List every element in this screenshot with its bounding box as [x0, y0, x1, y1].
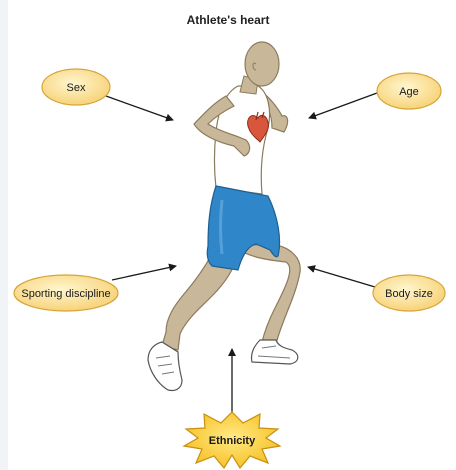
bubble-age: Age [377, 73, 441, 109]
arrow-age [309, 93, 377, 118]
back-shoe [251, 340, 297, 364]
runner-figure [148, 42, 300, 391]
label-ethnicity: Ethnicity [209, 435, 256, 447]
starburst-ethnicity: Ethnicity [184, 412, 280, 468]
head [245, 42, 279, 86]
label-sex: Sex [67, 82, 86, 94]
bubble-sex: Sex [42, 69, 110, 105]
bubble-sporting-discipline: Sporting discipline [14, 275, 118, 311]
label-age: Age [399, 86, 419, 98]
arrow-body-size [308, 267, 375, 287]
shorts-shade [221, 200, 223, 254]
bubble-body-size: Body size [373, 275, 445, 311]
label-sporting-discipline: Sporting discipline [21, 288, 110, 300]
arrow-sporting-discipline [112, 266, 176, 280]
arrow-sex [106, 96, 173, 120]
label-body-size: Body size [385, 288, 433, 300]
